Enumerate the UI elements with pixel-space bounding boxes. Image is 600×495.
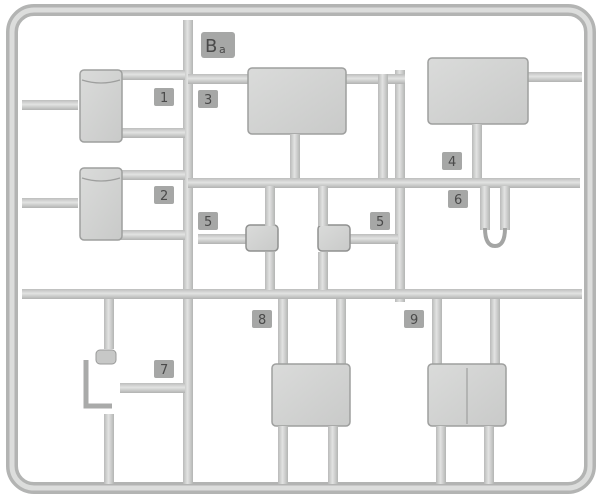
part-number: 5 bbox=[204, 215, 212, 230]
part-9 bbox=[427, 299, 507, 484]
main-runners bbox=[22, 20, 582, 484]
part-number-tag: 3 bbox=[198, 90, 218, 108]
part-3 bbox=[247, 67, 347, 178]
sprue-label: B a bbox=[201, 32, 235, 58]
part-number: 1 bbox=[160, 91, 168, 106]
part-number-tag: 5 bbox=[198, 212, 218, 230]
part-number: 7 bbox=[160, 363, 168, 378]
sprue-letter: B bbox=[205, 36, 217, 57]
part-number-tag: 7 bbox=[154, 360, 174, 378]
part-8 bbox=[271, 299, 351, 484]
part-number-tag: 1 bbox=[154, 88, 174, 106]
part-number-tag: 4 bbox=[442, 152, 462, 170]
part-number: 5 bbox=[376, 215, 384, 230]
part-number-tag: 2 bbox=[154, 186, 174, 204]
part-number-tag: 9 bbox=[404, 310, 424, 328]
outer-frame bbox=[6, 4, 596, 494]
part-number: 2 bbox=[160, 189, 168, 204]
sprue-sub: a bbox=[219, 43, 226, 56]
part-number: 4 bbox=[448, 155, 456, 170]
part-2 bbox=[79, 167, 123, 241]
part-4 bbox=[378, 57, 529, 178]
gates-left bbox=[22, 70, 185, 393]
part-7 bbox=[83, 299, 117, 484]
part-1 bbox=[79, 69, 123, 143]
part-number: 9 bbox=[410, 313, 418, 328]
part-5-left bbox=[198, 186, 279, 290]
part-6 bbox=[480, 186, 510, 249]
part-number-tag: 5 bbox=[370, 212, 390, 230]
part-number: 6 bbox=[454, 193, 462, 208]
part-number: 3 bbox=[204, 93, 212, 108]
part-number-tag: 8 bbox=[252, 310, 272, 328]
part-number-tags: 1 2 3 4 5 5 6 7 8 9 bbox=[154, 88, 468, 378]
part-number: 8 bbox=[258, 313, 266, 328]
part-5-right bbox=[317, 186, 398, 290]
part-number-tag: 6 bbox=[448, 190, 468, 208]
